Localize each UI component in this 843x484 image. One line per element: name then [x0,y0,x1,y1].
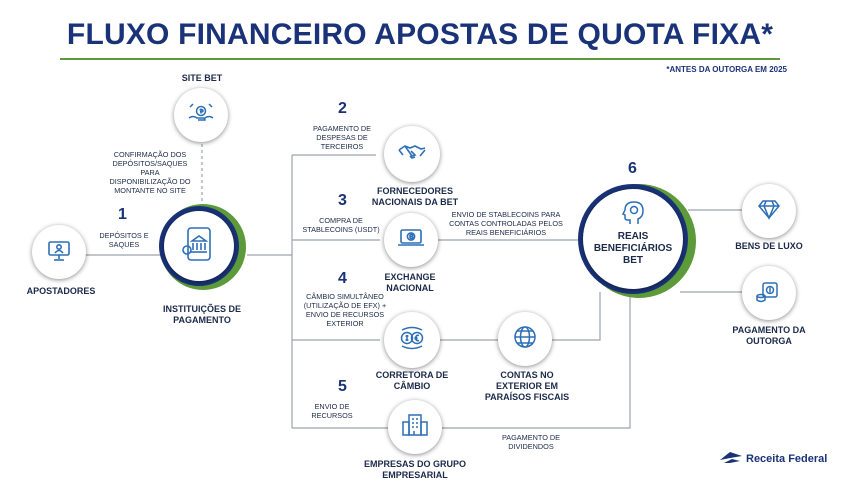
page-title: FLUXO FINANCEIRO APOSTAS DE QUOTA FIXA* [66,18,774,51]
diamond-icon [754,194,784,229]
site-bet-label: SITE BET [181,73,223,83]
bens-luxo-label: BENS DE LUXO [735,241,803,251]
instituicoes-node [164,211,234,281]
outorga-label: PAGAMENTO DA OUTORGA [732,325,806,346]
empresas-label: EMPRESAS DO GRUPO EMPRESARIAL [363,459,466,480]
step-3-text: COMPRA DE STABLECOINS (USDT) [302,216,380,234]
buildings-icon [400,410,430,445]
stablecoins-annotation: ENVIO DE STABLECOINS PARA CONTAS CONTROL… [449,210,563,237]
empresas-node [388,400,442,454]
apostadores-node [32,225,86,279]
line-empresas-reais [440,292,631,429]
globe-icon [510,322,540,357]
bank-phone-icon [179,224,219,269]
line-contas-reais [548,292,601,341]
receita-logo-text: Receita Federal [746,452,828,465]
contas-exterior-label: CONTAS NO EXTERIOR EM PARAÍSOS FISCAIS [484,370,570,402]
contas-exterior-node [498,312,552,366]
exchange-node [384,213,438,267]
bens-luxo-node [742,184,796,238]
handshake-icon [396,136,428,173]
currency-exchange-icon [396,322,428,359]
money-stack-icon [754,276,784,311]
step-4-text: CÂMBIO SIMULTÂNEO (UTILIZAÇÃO DE EFX) + … [303,292,387,328]
apostadores-label: APOSTADORES [26,286,96,296]
step-2-number: 2 [338,100,347,117]
step-5-number: 5 [338,378,347,395]
receita-logo-icon [720,450,742,467]
hand-coin-icon [186,98,216,133]
footnote: *ANTES DA OUTORGA EM 2025 [666,65,787,74]
laptop-bitcoin-icon [396,223,426,258]
corretora-label: CORRETORA DE CÂMBIO [375,370,449,391]
receita-federal-logo: Receita Federal [720,450,827,467]
confirmacao-annotation: CONFIRMAÇÃO DOS DEPÓSITOS/SAQUES PARA DI… [109,150,191,195]
title-underline [60,58,780,60]
reais-label: REAIS BENEFICIÁRIOS BET [593,231,673,266]
step-2-text: PAGAMENTO DE DESPESAS DE TERCEIROS [312,124,372,151]
site-bet-node [174,88,228,142]
exchange-label: EXCHANGE NACIONAL [384,272,436,293]
step-1-text: DEPÓSITOS E SAQUES [99,231,149,249]
step-6-number: 6 [628,160,637,177]
fornecedores-node [384,126,440,182]
instituicoes-label: INSTITUIÇÕES DE PAGAMENTO [162,304,241,325]
step-5-text: ENVIO DE RECURSOS [311,402,353,420]
step-3-number: 3 [338,192,347,209]
reais-node: REAIS BENEFICIÁRIOS BET [583,189,683,289]
dividendos-annotation: PAGAMENTO DE DIVIDENDOS [501,433,561,451]
corretora-node [384,312,440,368]
outorga-node [742,266,796,320]
person-thinking-icon [618,197,648,232]
fornecedores-label: FORNECEDORES NACIONAIS DA BET [371,186,459,207]
step-4-number: 4 [338,270,347,287]
step-1-number: 1 [118,206,127,223]
monitor-icon [45,236,73,269]
